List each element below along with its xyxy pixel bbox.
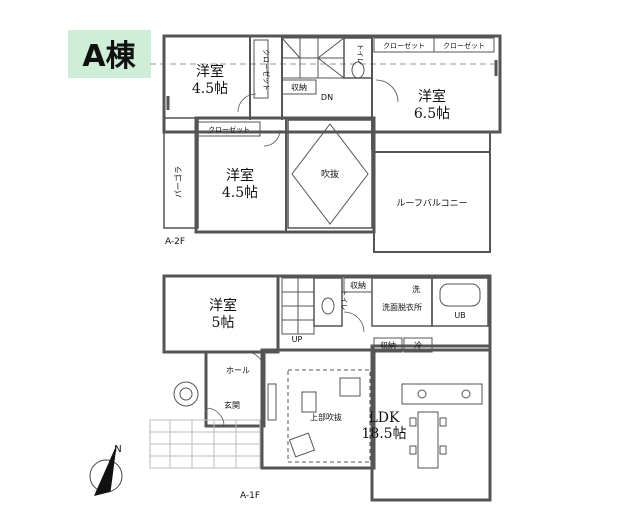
room-1f-senmen: 洗面脱衣所 (382, 302, 422, 312)
closet-2f-3: クローゼット (208, 125, 250, 134)
room-1f-upper-fukinuke: 上部吹抜 (310, 412, 342, 422)
stair-2f-label: DN (321, 93, 333, 102)
storage-1f-a: 収納 (350, 280, 366, 290)
compass-north: N (114, 444, 121, 455)
closet-2f-2: クローゼット (443, 41, 485, 50)
building-badge (68, 30, 151, 78)
room-2f-yoshitsu-a-size: 4.5帖 (192, 81, 228, 97)
room-1f-genkan: 玄関 (224, 400, 240, 410)
closet-2f-1: クローゼット (383, 41, 425, 50)
stair-1f-label: UP (292, 335, 303, 344)
closet-2f-vertical: クローゼット (262, 49, 271, 91)
toilet-1f: トイレ (340, 290, 348, 311)
room-1f-yoshitsu-size: 5帖 (212, 315, 235, 331)
room-2f-roof-balcony: ルーフバルコニー (396, 198, 467, 209)
building-title: A棟 (82, 39, 136, 74)
room-2f-yoshitsu-c-name: 洋室 (226, 167, 254, 184)
toilet-2f: トイレ (356, 44, 364, 65)
room-2f-yoshitsu-b-name: 洋室 (418, 88, 446, 105)
ub-1f: UB (454, 311, 465, 320)
floor-1f-label: A-1F (240, 491, 260, 501)
storage-2f: 収納 (291, 82, 307, 92)
room-1f-ldk-size: 18.5帖 (361, 426, 406, 442)
room-1f-hall: ホール (226, 366, 250, 375)
room-2f-yoshitsu-a-name: 洋室 (196, 63, 224, 80)
room-2f-fukinuke: 吹抜 (321, 168, 339, 180)
room-2f-yoshitsu-c-size: 4.5帖 (222, 185, 258, 201)
floor-2-plan (150, 34, 502, 253)
floor-2f-label: A-2F (165, 237, 185, 247)
room-2f-yoshitsu-b-size: 6.5帖 (414, 106, 450, 122)
floor-1-plan (149, 274, 492, 502)
wash-1f: 洗 (412, 284, 420, 294)
room-1f-ldk-name: LDK (369, 410, 401, 426)
room-1f-yoshitsu-name: 洋室 (209, 297, 237, 314)
fridge-1f: 冷 (414, 340, 422, 350)
room-2f-pergola: パーゴラ (173, 166, 183, 198)
compass-icon (89, 445, 123, 496)
storage-1f-b: 収納 (380, 340, 396, 350)
